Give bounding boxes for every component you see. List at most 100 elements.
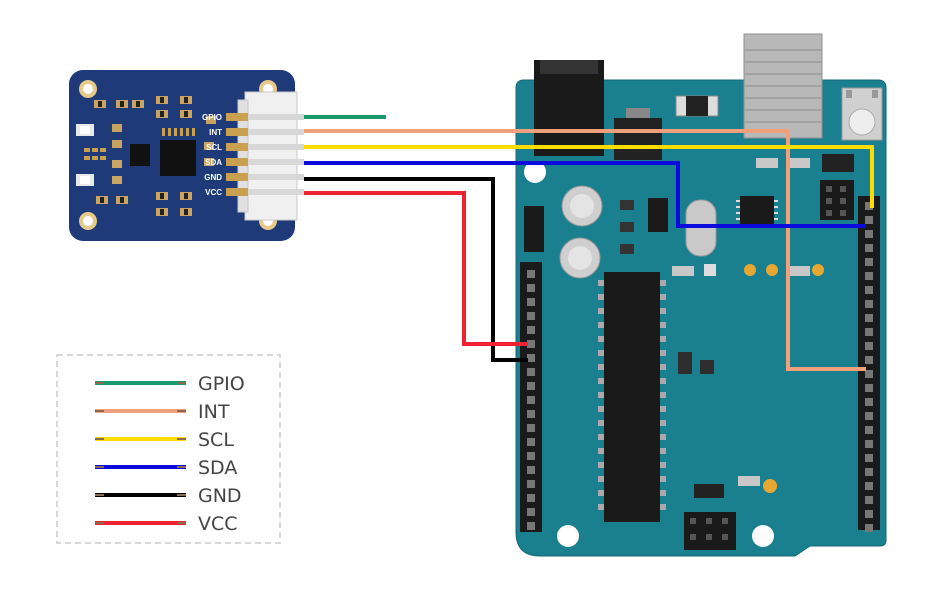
legend-label: SDA [198, 457, 237, 479]
chip-pin [660, 350, 666, 356]
chip-pin [598, 420, 604, 426]
header-pin [527, 298, 535, 306]
chip-pin [598, 476, 604, 482]
header-pin [527, 522, 535, 530]
chip-pin [660, 322, 666, 328]
chip-pin [660, 280, 666, 286]
header-pin [865, 356, 873, 364]
chip-pin [660, 294, 666, 300]
arduino-board [515, 33, 887, 557]
legend-label: INT [198, 401, 230, 423]
chip-pin [660, 490, 666, 496]
dc-jack [534, 60, 604, 156]
header-pin [865, 454, 873, 462]
header-pin [527, 382, 535, 390]
sensor-connector [244, 91, 298, 221]
chip-pin [598, 336, 604, 342]
chip-pin [598, 392, 604, 398]
chip-pin [660, 476, 666, 482]
header-pin [865, 244, 873, 252]
chip-pin [598, 448, 604, 454]
header-pin [527, 326, 535, 334]
header-pin [865, 286, 873, 294]
header-pin [865, 300, 873, 308]
header-pin [527, 494, 535, 502]
header-pin [865, 272, 873, 280]
header-pin [527, 396, 535, 404]
header-pin [527, 438, 535, 446]
sensor-pin-pad [226, 113, 248, 121]
legend: GPIO INT SCL SDA GND VCC [56, 354, 281, 544]
legend-label: GPIO [198, 373, 245, 395]
chip-pin [660, 336, 666, 342]
sensor-pin-pad [226, 173, 248, 181]
wire-sda [304, 161, 866, 228]
wire-vcc [304, 191, 528, 346]
sensor-pin-label: SDA [205, 158, 222, 167]
wire-scl [304, 145, 874, 208]
sensor-chip [160, 140, 196, 176]
header-pin [865, 216, 873, 224]
header-pin [865, 398, 873, 406]
chip-pin [660, 308, 666, 314]
mounting-hole [557, 525, 579, 547]
header-pin [527, 284, 535, 292]
chip-pin [598, 462, 604, 468]
sensor-pin-label: GND [204, 173, 222, 182]
legend-label: SCL [198, 429, 234, 451]
header-pin [527, 270, 535, 278]
legend-label: GND [198, 485, 242, 507]
header-pin [865, 412, 873, 420]
legend-box [56, 354, 281, 544]
header-pin [865, 314, 873, 322]
header-pin [527, 410, 535, 418]
header-pin [865, 496, 873, 504]
chip-pin [598, 406, 604, 412]
header-pin [865, 342, 873, 350]
header-pin [865, 510, 873, 518]
header-pin [865, 468, 873, 476]
header-pin [865, 524, 873, 532]
header-pin [527, 424, 535, 432]
mounting-hole [752, 525, 774, 547]
legend-label: VCC [198, 513, 238, 535]
header-pin [865, 258, 873, 266]
chip-pin [660, 448, 666, 454]
sensor-pin-pad [226, 143, 248, 151]
sensor-pin-label: SCL [206, 143, 222, 152]
wire-int [304, 129, 866, 371]
header-pin [527, 452, 535, 460]
chip-pin [660, 420, 666, 426]
voltage-regulator [614, 118, 662, 160]
header-pin [527, 368, 535, 376]
header-pin [527, 508, 535, 516]
chip-pin [598, 280, 604, 286]
mounting-hole [524, 161, 546, 183]
header-pin [865, 440, 873, 448]
header-pin [527, 466, 535, 474]
chip-pin [660, 378, 666, 384]
wire-gnd [304, 177, 528, 362]
chip-pin [598, 322, 604, 328]
chip-pin [660, 406, 666, 412]
header-pin [865, 384, 873, 392]
header-pin [865, 328, 873, 336]
header-pin [865, 482, 873, 490]
header-pin [865, 202, 873, 210]
sensor-pin-lead [248, 159, 304, 165]
sensor-pin-lead [248, 114, 304, 120]
chip-pin [598, 504, 604, 510]
wires [304, 115, 874, 371]
sensor-pin-label: INT [209, 128, 222, 137]
header-pin [865, 370, 873, 378]
chip-pin [660, 364, 666, 370]
header-pin [865, 230, 873, 238]
atmega-chip [604, 272, 660, 522]
chip-pin [598, 350, 604, 356]
sensor-pin-lead [248, 144, 304, 150]
chip-pin [598, 490, 604, 496]
header-pin [527, 340, 535, 348]
chip-pin [660, 392, 666, 398]
